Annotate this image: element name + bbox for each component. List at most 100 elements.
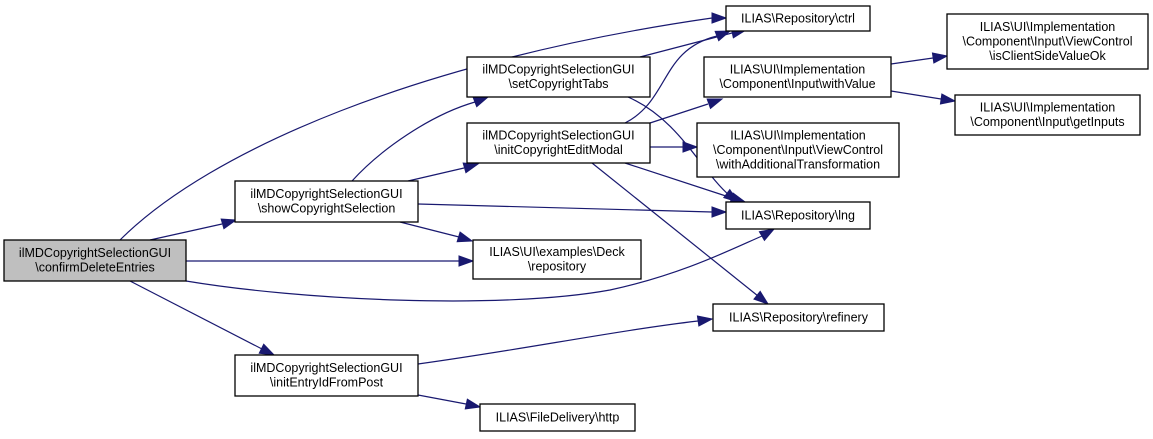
node-box[interactable]: [954, 94, 1141, 136]
arrowhead-icon: [931, 52, 949, 64]
node-deck[interactable]: ILIAS\UI\examples\Deck\repository: [472, 239, 642, 280]
node-box[interactable]: [712, 303, 885, 332]
node-label: \initCopyrightEditModal: [494, 143, 623, 157]
edge-initModal-to-lng: [624, 162, 747, 204]
node-box[interactable]: [3, 239, 187, 282]
edge-line: [119, 17, 713, 241]
node-label: \showCopyrightSelection: [258, 202, 396, 216]
arrowhead-icon: [464, 398, 482, 410]
edge-line: [624, 162, 733, 199]
edge-initModal-to-withValue: [649, 98, 724, 124]
node-box[interactable]: [472, 239, 642, 280]
node-box[interactable]: [466, 56, 651, 98]
node-box[interactable]: [234, 354, 419, 397]
node-label: \initEntryIdFromPost: [270, 376, 384, 390]
node-label: ILIAS\Repository\lng: [741, 208, 855, 222]
edge-root-to-ctrl: [119, 12, 728, 241]
edge-showSel-to-deck: [399, 221, 474, 243]
arrowhead-icon: [753, 290, 770, 305]
node-http[interactable]: ILIAS\FileDelivery\http: [479, 403, 636, 432]
arrowhead-icon: [458, 255, 475, 267]
edge-line: [129, 280, 263, 350]
node-label: \Component\Input\getInputs: [970, 115, 1124, 129]
edge-showSel-to-initModal: [407, 162, 480, 182]
arrowhead-icon: [462, 162, 480, 174]
arrowhead-icon: [456, 231, 474, 243]
node-withValue[interactable]: ILIAS\UI\Implementation\Component\Input\…: [703, 56, 892, 98]
arrowhead-icon: [258, 343, 276, 356]
edge-line: [407, 167, 465, 182]
node-initModal[interactable]: ilMDCopyrightSelectionGUI\initCopyrightE…: [466, 122, 651, 164]
edge-line: [417, 203, 713, 213]
node-showSel[interactable]: ilMDCopyrightSelectionGUI\showCopyrightS…: [234, 180, 419, 223]
edge-line: [185, 235, 763, 302]
node-label: \confirmDeleteEntries: [35, 261, 155, 275]
node-label: \repository: [528, 260, 587, 274]
node-box[interactable]: [234, 180, 419, 223]
edge-root-to-deck: [186, 255, 475, 267]
node-label: ilMDCopyrightSelectionGUI: [19, 246, 171, 260]
node-label: \Component\Input\ViewControl: [713, 143, 883, 157]
node-refinery[interactable]: ILIAS\Repository\refinery: [712, 303, 885, 332]
node-box[interactable]: [479, 403, 636, 432]
node-box[interactable]: [466, 122, 651, 164]
node-label: ILIAS\UI\Implementation: [730, 63, 866, 77]
node-withAddT[interactable]: ILIAS\UI\Implementation\Component\Input\…: [696, 122, 900, 178]
arrowhead-icon: [714, 30, 732, 42]
node-box[interactable]: [696, 122, 900, 178]
node-box[interactable]: [703, 56, 892, 98]
edges-layer: [119, 12, 957, 410]
node-lng[interactable]: ILIAS\Repository\lng: [725, 201, 871, 230]
node-isClient[interactable]: ILIAS\UI\Implementation\Component\Input\…: [946, 13, 1149, 70]
edge-line: [149, 223, 223, 241]
edge-root-to-lng: [185, 228, 776, 302]
node-label: ilMDCopyrightSelectionGUI: [250, 187, 402, 201]
node-initEntry[interactable]: ilMDCopyrightSelectionGUI\initEntryIdFro…: [234, 354, 419, 397]
arrowhead-icon: [758, 228, 776, 242]
edge-root-to-showSel: [149, 218, 238, 241]
arrowhead-icon: [696, 315, 714, 327]
node-label: ILIAS\UI\examples\Deck: [489, 245, 625, 259]
edge-initEntry-to-refinery: [417, 315, 714, 365]
edge-initEntry-to-http: [417, 394, 482, 410]
edge-line: [649, 103, 709, 124]
node-getInputs[interactable]: ILIAS\UI\Implementation\Component\Input\…: [954, 94, 1141, 136]
arrowhead-icon: [711, 206, 728, 218]
node-root[interactable]: ilMDCopyrightSelectionGUI\confirmDeleteE…: [3, 239, 187, 282]
edge-line: [890, 57, 934, 65]
node-setTabs[interactable]: ilMDCopyrightSelectionGUI\setCopyrightTa…: [466, 56, 651, 98]
node-box[interactable]: [725, 5, 871, 32]
node-box[interactable]: [725, 201, 871, 230]
node-label: \isClientSideValueOk: [989, 49, 1106, 63]
node-box[interactable]: [946, 13, 1149, 70]
arrowhead-icon: [472, 96, 490, 108]
edge-line: [591, 162, 759, 297]
edge-initModal-to-refinery: [591, 162, 770, 305]
edge-withValue-to-getInputs: [890, 90, 957, 105]
arrowhead-icon: [711, 12, 728, 24]
edge-line: [417, 320, 699, 365]
arrowhead-icon: [682, 141, 699, 153]
node-label: \Component\Input\withValue: [719, 77, 875, 91]
node-label: ilMDCopyrightSelectionGUI: [482, 63, 634, 77]
arrowhead-icon: [220, 218, 238, 230]
edge-line: [417, 394, 467, 405]
node-label: \withAdditionalTransformation: [716, 157, 880, 171]
node-label: ilMDCopyrightSelectionGUI: [250, 361, 402, 375]
arrowhead-icon: [706, 98, 724, 110]
edge-showSel-to-lng: [417, 203, 728, 218]
node-ctrl[interactable]: ILIAS\Repository\ctrl: [725, 5, 871, 32]
edge-line: [639, 32, 733, 58]
edge-line: [890, 90, 942, 100]
node-label: ILIAS\FileDelivery\http: [496, 410, 620, 424]
arrowhead-icon: [939, 93, 957, 105]
edge-initModal-to-ctrl: [624, 30, 732, 124]
node-label: ILIAS\Repository\refinery: [729, 310, 869, 324]
edge-line: [399, 221, 460, 238]
edge-root-to-initEntry: [129, 280, 276, 356]
node-label: ILIAS\UI\Implementation: [980, 20, 1116, 34]
edge-line: [624, 35, 718, 124]
node-label: \setCopyrightTabs: [508, 77, 608, 91]
node-label: ILIAS\Repository\ctrl: [741, 11, 855, 25]
